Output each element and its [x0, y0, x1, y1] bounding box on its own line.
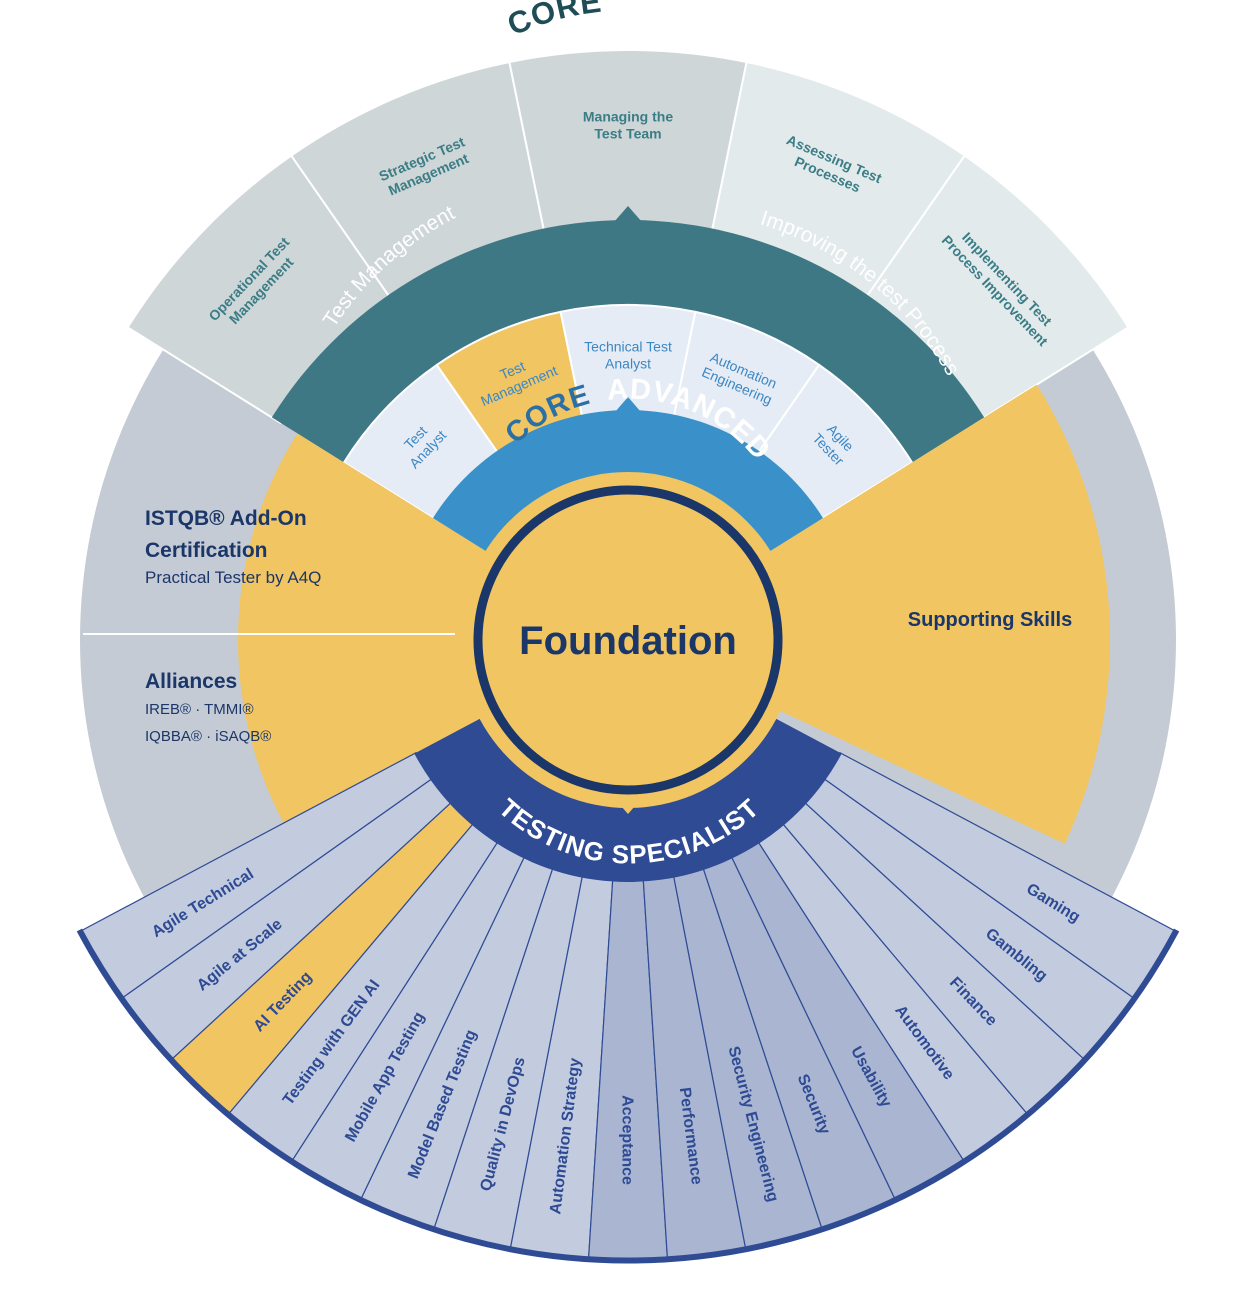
add-on-alliances-sector [237, 433, 628, 847]
core-advanced-arc [432, 410, 824, 556]
testing-specialist-arc [414, 715, 842, 882]
foundation-center: Foundation [460, 472, 796, 808]
specialist-outer-border [76, 928, 1180, 1264]
alliances-line2: IQBBA® · iSAQB® [145, 728, 271, 745]
alliances-title: Alliances [145, 670, 237, 693]
add-on-subtitle: Practical Tester by A4Q [145, 568, 321, 587]
alliances-line1: IREB® · TMMI® [145, 701, 254, 718]
core-expert-title-dark: CORE [502, 0, 604, 42]
core-advanced-band [432, 397, 824, 556]
core-expert-pointer [614, 206, 642, 222]
core-advanced-pointer [615, 397, 641, 412]
foundation-label: Foundation [519, 619, 737, 663]
add-on-title-line1: ISTQB® Add-On [145, 507, 307, 530]
core-expert-arc [271, 219, 985, 466]
specialist-tile-label-acceptance: Acceptance [618, 1095, 635, 1185]
core-expert-band [271, 206, 985, 466]
supporting-skills-sector [628, 384, 1111, 844]
add-on-title-line2: Certification [145, 539, 268, 562]
supporting-skills-label: Supporting Skills [908, 609, 1072, 631]
yellow-sectors [237, 384, 1111, 847]
foundation-ring[interactable] [473, 485, 783, 795]
